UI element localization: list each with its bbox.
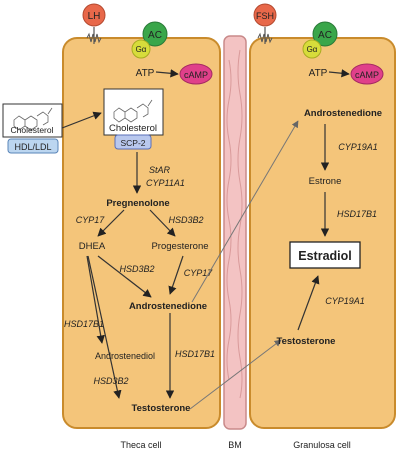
theca-progesterone: Progesterone <box>151 241 208 252</box>
g-alpha-circle <box>131 39 151 59</box>
granulosa-estrone: Estrone <box>309 176 342 187</box>
granulosa-cell-label: Granulosa cell <box>293 440 351 450</box>
camp-ellipse <box>179 63 213 85</box>
external-cholesterol-label: Cholesterol <box>11 125 54 135</box>
receptor-coil-icon <box>86 32 102 44</box>
cyp19a1-a-enzyme: CYP19A1 <box>338 142 378 152</box>
fsh-label: FSH <box>256 11 274 21</box>
external-cholesterol: Cholesterol HDL/LDL <box>2 103 102 154</box>
atp-label: ATP <box>309 68 328 79</box>
dhea-to-testosterone-arrow <box>87 255 122 399</box>
granulosa-androstenedione: Androstenedione <box>304 108 382 119</box>
testosterone-to-estradiol-arrow <box>297 275 320 331</box>
lh-receptor-group: LH AC Gα ATP cAMP <box>82 3 213 85</box>
androstenedione-transport-arrow <box>191 120 299 303</box>
pregnenolone-to-dhea-arrow <box>97 209 125 237</box>
g-alpha-label: Gα <box>307 45 318 54</box>
bm-label: BM <box>228 440 242 450</box>
hsd3b2-a-enzyme: HSD3B2 <box>168 215 203 225</box>
theca-dhea: DHEA <box>79 241 106 252</box>
lh-hormone-circle <box>82 3 106 27</box>
granulosa-testosterone: Testosterone <box>277 336 336 347</box>
testosterone-transport-arrow <box>189 339 282 410</box>
cholesterol-structure-icon <box>113 99 153 123</box>
atp-to-camp-arrow <box>328 69 350 78</box>
hsd17b1-b-enzyme: HSD17B1 <box>175 349 215 359</box>
basement-membrane <box>223 35 247 430</box>
camp-label: cAMP <box>355 70 379 80</box>
theca-testosterone: Testosterone <box>132 403 191 414</box>
ac-circle <box>142 21 168 47</box>
dhea-to-androstenediol-arrow <box>86 255 105 344</box>
theca-cell <box>62 37 221 429</box>
cyp19a1-b-enzyme: CYP19A1 <box>325 296 365 306</box>
theca-cholesterol: Cholesterol SCP-2 <box>103 88 164 150</box>
camp-label: cAMP <box>184 70 208 80</box>
g-alpha-circle <box>302 39 322 59</box>
theca-androstenediol: Androstenediol <box>95 351 155 361</box>
camp-ellipse <box>350 63 384 85</box>
hsd3b2-b-enzyme: HSD3B2 <box>119 264 154 274</box>
scp2-label: SCP-2 <box>120 138 145 148</box>
g-alpha-label: Gα <box>136 45 147 54</box>
atp-label: ATP <box>136 68 155 79</box>
estradiol-box <box>289 241 361 269</box>
theca-cholesterol-label: Cholesterol <box>109 123 157 134</box>
ac-circle <box>312 21 338 47</box>
theca-androstenedione: Androstenedione <box>129 301 207 312</box>
lh-label: LH <box>88 11 101 22</box>
receptor-coil-icon <box>257 32 273 44</box>
ac-label: AC <box>148 30 162 41</box>
cyp17-b-enzyme: CYP17 <box>184 268 214 278</box>
theca-pregnenolone: Pregnenolone <box>106 198 169 209</box>
pregnenolone-to-progesterone-arrow <box>149 209 176 237</box>
granulosa-cell <box>249 37 396 429</box>
cyp11a1-enzyme: CYP11A1 <box>146 178 185 188</box>
fsh-hormone-circle <box>253 3 277 27</box>
uptake-arrow <box>61 111 102 129</box>
progesterone-to-androstenedione-arrow <box>168 255 184 295</box>
fsh-receptor-group: FSH AC Gα ATP cAMP <box>253 3 384 85</box>
atp-to-camp-arrow <box>155 69 179 78</box>
cholesterol-structure-icon <box>13 107 53 131</box>
hsd17b1-a-enzyme: HSD17B1 <box>64 319 104 329</box>
dhea-to-androstenedione-arrow <box>97 255 152 298</box>
star-enzyme: StAR <box>149 165 171 175</box>
hsd17b1-enzyme: HSD17B1 <box>337 209 377 219</box>
theca-cell-label: Theca cell <box>120 440 161 450</box>
hdl-ldl-label: HDL/LDL <box>14 142 51 152</box>
hsd3b2-c-enzyme: HSD3B2 <box>93 376 128 386</box>
ac-label: AC <box>318 30 332 41</box>
granulosa-estradiol: Estradiol <box>298 249 352 263</box>
cyp17-a-enzyme: CYP17 <box>76 215 106 225</box>
